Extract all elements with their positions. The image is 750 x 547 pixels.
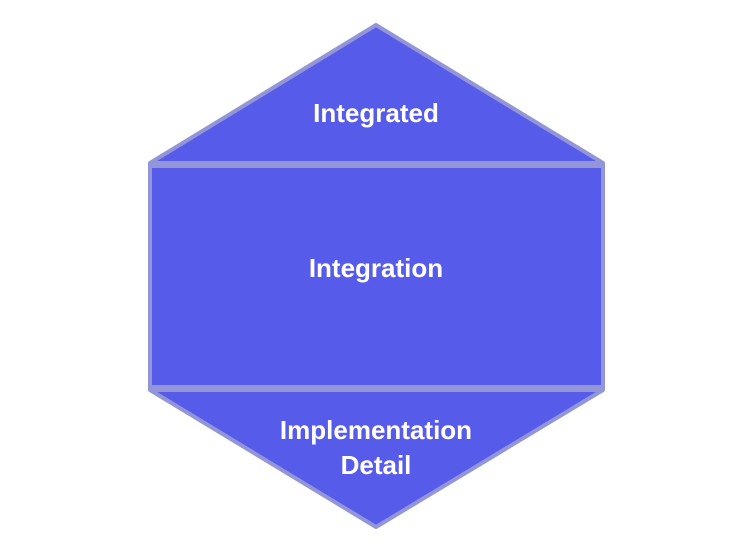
section-integration: Integration — [148, 164, 605, 389]
section-integration-label: Integration — [309, 253, 443, 283]
section-implementation-detail: Implementation Detail — [148, 388, 605, 529]
section-implementation-detail-label-line1: Implementation — [280, 415, 472, 445]
section-integration-shape — [148, 164, 605, 389]
section-implementation-detail-label-line2: Detail — [341, 450, 412, 480]
section-implementation-detail-shape — [148, 388, 605, 529]
section-integrated-shape — [148, 23, 605, 165]
section-integrated: Integrated — [148, 23, 605, 165]
section-integrated-label: Integrated — [313, 98, 439, 128]
